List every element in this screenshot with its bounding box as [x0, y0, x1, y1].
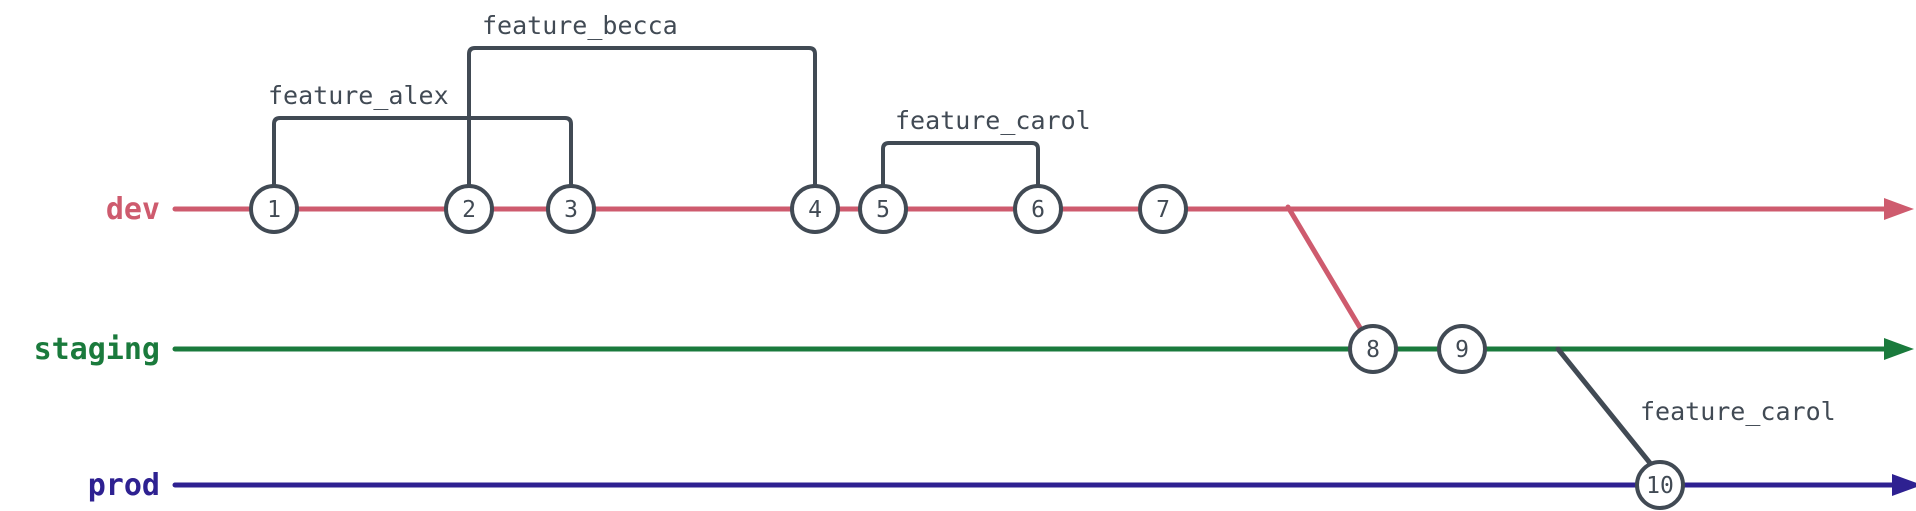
- commit-node-circle[interactable]: [249, 184, 299, 234]
- commit-node-6[interactable]: 6: [1013, 184, 1063, 234]
- commit-node-circle[interactable]: [1437, 324, 1487, 374]
- commit-node-circle[interactable]: [546, 184, 596, 234]
- bracket-feature-becca: [467, 46, 817, 188]
- commit-node-label: 3: [564, 197, 578, 223]
- bracket-feature-alex: [272, 116, 573, 188]
- merge-edges: feature_carol: [1285, 204, 1836, 471]
- commit-node-label: 7: [1156, 197, 1170, 223]
- merge-edge-dev-to-staging: [1285, 204, 1365, 334]
- commit-node-circle[interactable]: [1138, 184, 1188, 234]
- branch-label-feature-alex: feature_alex: [268, 81, 449, 110]
- bracket-labels: feature_alex feature_becca feature_carol: [268, 11, 1091, 135]
- arrowhead-staging-icon: [1884, 338, 1914, 360]
- lane-lines: [172, 206, 1911, 488]
- commit-node-circle[interactable]: [790, 184, 840, 234]
- commit-node-4[interactable]: 4: [790, 184, 840, 234]
- commit-node-2[interactable]: 2: [444, 184, 494, 234]
- commit-node-label: 6: [1031, 197, 1045, 223]
- commit-node-label: 5: [876, 197, 890, 223]
- commit-node-9[interactable]: 9: [1437, 324, 1487, 374]
- commit-node-1[interactable]: 1: [249, 184, 299, 234]
- branch-label-feature-becca: feature_becca: [482, 11, 678, 40]
- lane-labels: dev staging prod: [34, 192, 160, 503]
- branch-label-feature-carol: feature_carol: [895, 106, 1091, 135]
- commit-node-circle[interactable]: [444, 184, 494, 234]
- commit-node-label: 4: [808, 197, 822, 223]
- commit-node-label: 9: [1455, 337, 1469, 363]
- commit-node-circle[interactable]: [858, 184, 908, 234]
- commit-node-5[interactable]: 5: [858, 184, 908, 234]
- merge-edge-staging-to-prod: [1555, 346, 1657, 471]
- commit-node-8[interactable]: 8: [1348, 324, 1398, 374]
- commit-node-7[interactable]: 7: [1138, 184, 1188, 234]
- commit-node-circle[interactable]: [1635, 460, 1685, 510]
- commit-nodes: 1 2 3 4 5 6 7 8 9 10: [249, 184, 1685, 510]
- commit-node-circle[interactable]: [1013, 184, 1063, 234]
- commit-node-label: 2: [462, 197, 476, 223]
- lane-label-staging: staging: [34, 332, 160, 367]
- arrowhead-prod-icon: [1892, 474, 1916, 496]
- bracket-feature-carol: [881, 141, 1040, 188]
- commit-node-label: 10: [1646, 473, 1674, 499]
- arrowhead-dev-icon: [1884, 198, 1914, 220]
- branch-label-feature-carol-prod: feature_carol: [1640, 397, 1836, 426]
- lane-arrowheads: [1884, 198, 1916, 496]
- commit-node-label: 1: [267, 197, 281, 223]
- commit-node-label: 8: [1366, 337, 1380, 363]
- lane-label-prod: prod: [88, 468, 160, 503]
- lane-label-dev: dev: [106, 192, 160, 227]
- commit-node-3[interactable]: 3: [546, 184, 596, 234]
- commit-node-circle[interactable]: [1348, 324, 1398, 374]
- commit-node-10[interactable]: 10: [1635, 460, 1685, 510]
- feature-brackets: [272, 46, 1040, 188]
